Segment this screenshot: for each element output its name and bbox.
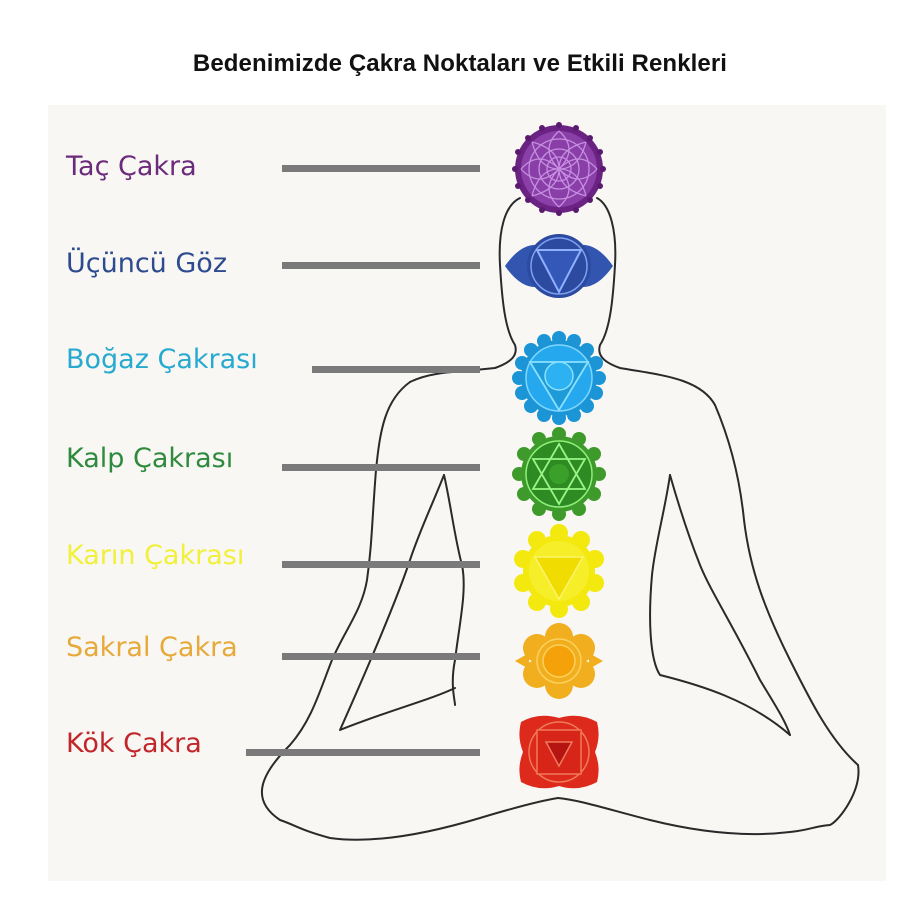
label-sacral-chakra: Sakral Çakra xyxy=(66,632,238,663)
label-solar-plexus-chakra: Karın Çakrası xyxy=(66,540,245,571)
leader-line-root xyxy=(246,749,480,756)
label-heart-chakra: Kalp Çakrası xyxy=(66,443,234,474)
heart-chakra-icon xyxy=(512,427,606,521)
sacral-chakra-icon xyxy=(515,623,603,699)
third-eye-chakra-icon xyxy=(505,234,613,298)
throat-chakra-icon xyxy=(512,331,606,425)
crown-chakra-lotus-icon xyxy=(512,122,606,216)
leader-line-solar-plexus xyxy=(282,561,480,568)
leader-line-heart xyxy=(282,464,480,471)
root-chakra-icon xyxy=(519,715,599,789)
label-third-eye-chakra: Üçüncü Göz xyxy=(66,248,227,279)
page-title: Bedenimizde Çakra Noktaları ve Etkili Re… xyxy=(192,50,728,77)
label-crown-chakra: Taç Çakra xyxy=(66,151,197,182)
label-throat-chakra: Boğaz Çakrası xyxy=(66,344,258,375)
solar-plexus-chakra-icon xyxy=(514,524,604,618)
leader-line-sacral xyxy=(282,653,480,660)
leader-line-throat xyxy=(312,366,480,373)
leader-line-third-eye xyxy=(282,262,480,269)
leader-line-crown xyxy=(282,165,480,172)
label-root-chakra: Kök Çakra xyxy=(66,728,202,759)
